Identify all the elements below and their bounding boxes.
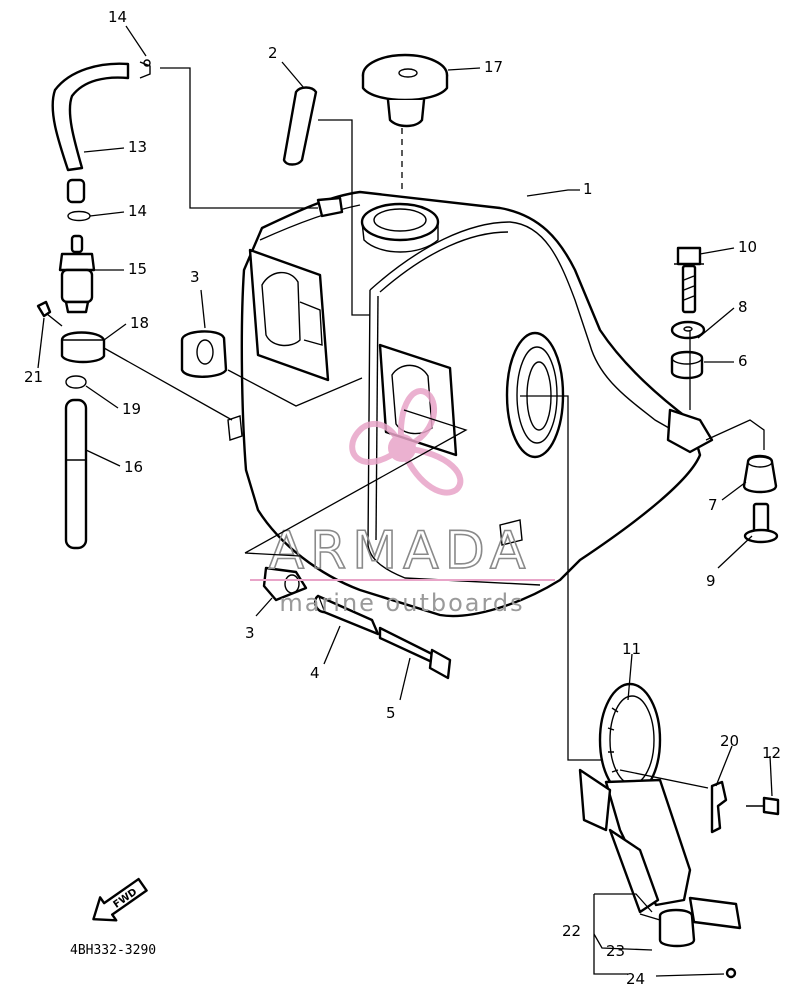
washer-8 [670, 320, 706, 340]
watermark-title: ARMADA [269, 521, 532, 581]
callout-5: 5 [386, 704, 396, 722]
callout-10: 10 [738, 238, 757, 256]
fuel-hose-13 [51, 62, 130, 172]
callout-19: 19 [122, 400, 141, 418]
callout-8: 8 [738, 298, 748, 316]
callout-12: 12 [762, 744, 781, 762]
callout-21: 21 [24, 368, 43, 386]
bolt-10 [674, 246, 704, 314]
filter-bracket [60, 331, 106, 364]
armada-propeller-logo [349, 388, 464, 496]
part-24 [725, 967, 737, 979]
hose-joint [66, 178, 86, 204]
collar-4 [313, 594, 380, 636]
callout-6: 6 [738, 352, 748, 370]
callout-24: 24 [626, 970, 645, 988]
assembly-lines [103, 67, 765, 789]
fuel-filter [58, 234, 96, 314]
filler-cap [361, 53, 449, 128]
fuel-sender-assembly [578, 682, 742, 948]
leader-lines [37, 25, 773, 977]
hose-clip-14b [67, 210, 91, 222]
callout-3b: 3 [245, 624, 255, 642]
callout-3a: 3 [190, 268, 200, 286]
screw-12 [746, 796, 780, 816]
callout-14a: 14 [108, 8, 127, 26]
screw-21 [36, 300, 63, 327]
callout-4: 4 [310, 664, 320, 682]
callout-22: 22 [562, 922, 581, 940]
grommet-6 [670, 350, 704, 380]
callout-1: 1 [583, 180, 593, 198]
vent-hose [282, 86, 318, 166]
watermark-subtitle: marine outboards [279, 589, 524, 617]
callout-2: 2 [268, 44, 278, 62]
bolt-5 [378, 626, 452, 680]
clamp-19 [65, 375, 87, 389]
damper-3a [180, 330, 228, 378]
callout-18: 18 [130, 314, 149, 332]
armada-watermark: ARMADA marine outboards [250, 388, 555, 617]
hose-clip-14a [139, 59, 151, 79]
damper-3b [262, 566, 308, 602]
callout-11: 11 [622, 640, 641, 658]
callout-7: 7 [708, 496, 718, 514]
collar-9 [743, 502, 779, 544]
bracket-20 [710, 780, 728, 834]
grommet-7 [742, 454, 778, 494]
callout-13: 13 [128, 138, 147, 156]
callout-16: 16 [124, 458, 143, 476]
callout-9: 9 [706, 572, 716, 590]
callout-15: 15 [128, 260, 147, 278]
fuel-hose-16 [64, 398, 88, 550]
callout-labels: 1 2 3 3 4 5 6 7 8 9 10 11 12 13 14 14 15… [24, 8, 781, 988]
diagram-code: 4BH332-3290 [70, 943, 156, 958]
fwd-arrow: FWD [92, 877, 148, 922]
callout-23: 23 [606, 942, 625, 960]
callout-17: 17 [484, 58, 503, 76]
callout-14b: 14 [128, 202, 147, 220]
callout-20: 20 [720, 732, 739, 750]
